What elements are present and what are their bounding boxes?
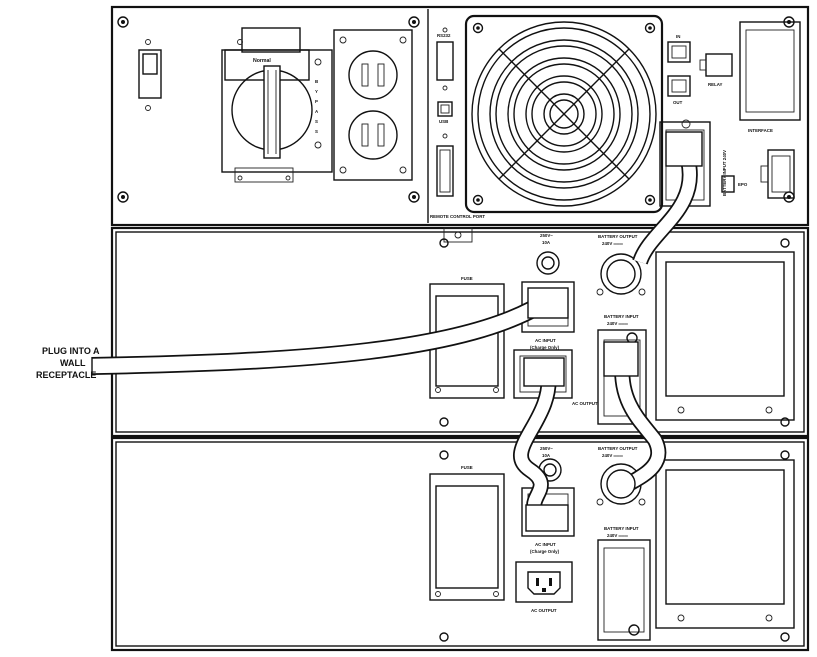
svg-text:FUSE: FUSE xyxy=(461,465,473,470)
relay-in-port[interactable] xyxy=(667,41,691,63)
wall-receptacle-label: PLUG INTO A WALL RECEPTACLE xyxy=(36,346,100,380)
cable-battery-top-to-pack1 xyxy=(632,158,698,266)
outlet-icon xyxy=(348,110,398,160)
svg-text:BATTERY INPUT: BATTERY INPUT xyxy=(604,314,639,319)
screw-icon xyxy=(644,22,656,34)
svg-text:10A: 10A xyxy=(542,240,551,245)
svg-text:(Charge Only): (Charge Only) xyxy=(530,345,560,350)
svg-text:240V ═══: 240V ═══ xyxy=(607,321,629,326)
svg-text:240V ═══: 240V ═══ xyxy=(607,533,629,538)
screw-icon xyxy=(408,16,420,28)
battery-pack-2: FUSE 250V~ 10A AC INPUT (Charge Only) AC… xyxy=(110,436,810,652)
plug-head xyxy=(525,504,569,532)
svg-text:INTERFACE: INTERFACE xyxy=(748,128,773,133)
svg-text:EPO: EPO xyxy=(738,182,748,187)
iec-outlet-icon[interactable] xyxy=(515,561,573,603)
svg-text:B: B xyxy=(315,79,318,84)
fuse-holder xyxy=(429,473,505,601)
svg-text:250V~: 250V~ xyxy=(540,233,553,238)
plug-head xyxy=(523,357,565,387)
outlet-panel xyxy=(333,29,413,181)
svg-text:BATTERY INPUT: BATTERY INPUT xyxy=(604,526,639,531)
svg-text:AC INPUT: AC INPUT xyxy=(535,542,556,547)
svg-text:250V~: 250V~ xyxy=(540,446,553,451)
screw-icon xyxy=(472,22,484,34)
svg-text:OUT: OUT xyxy=(673,100,683,105)
svg-text:BATTERY OUTPUT: BATTERY OUTPUT xyxy=(598,234,638,239)
screw-icon xyxy=(117,191,129,203)
svg-text:AC OUTPUT: AC OUTPUT xyxy=(531,608,557,613)
outlet-icon xyxy=(348,50,398,100)
plug-head xyxy=(606,469,636,499)
plug-head xyxy=(603,341,639,377)
cable-batin-pack1-to-batout-pack2 xyxy=(614,348,667,497)
ups-main-unit: Normal B Y P A S S xyxy=(110,5,810,227)
screw-icon xyxy=(408,191,420,203)
usb-port[interactable] xyxy=(437,101,453,117)
circuit-breaker[interactable] xyxy=(536,251,560,275)
battery-input-port-1[interactable] xyxy=(597,329,647,425)
svg-text:240V ═══: 240V ═══ xyxy=(602,241,624,246)
svg-text:IN: IN xyxy=(676,34,680,39)
svg-text:S: S xyxy=(315,129,318,134)
remote-control-port-label: REMOTE CONTROL PORT xyxy=(430,214,485,219)
rs232-label: RS232 xyxy=(437,33,451,38)
battery-output-port-1[interactable] xyxy=(596,253,646,296)
svg-text:WALL: WALL xyxy=(60,358,86,368)
svg-text:240V ═══: 240V ═══ xyxy=(602,453,624,458)
svg-text:10A: 10A xyxy=(542,453,551,458)
svg-text:BATTERY OUTPUT: BATTERY OUTPUT xyxy=(598,446,638,451)
blank-plate xyxy=(655,459,795,629)
connector-port-icon[interactable] xyxy=(760,149,795,199)
bypass-normal-label: Normal xyxy=(253,58,271,64)
svg-text:P: P xyxy=(315,99,318,104)
screw-icon xyxy=(117,16,129,28)
usb-label: USB xyxy=(439,119,448,124)
cable-wall-to-ac-input xyxy=(91,292,553,375)
svg-text:RECEPTACLE: RECEPTACLE xyxy=(36,370,96,380)
relay-ports: IN OUT RELAY xyxy=(667,34,733,105)
screw-icon xyxy=(783,191,795,203)
svg-text:A: A xyxy=(315,109,319,114)
plug-head xyxy=(665,131,703,167)
plug-head xyxy=(606,259,636,289)
screw-icon xyxy=(472,194,484,206)
rotary-bypass-switch-icon[interactable] xyxy=(221,27,333,183)
comm-ports: RS232 USB REMOTE CONTROL PORT xyxy=(430,27,485,219)
fan-grille-icon xyxy=(464,14,664,214)
remote-control-port[interactable] xyxy=(436,145,454,197)
battery-input-side-label: BATTERY INPUT 240V xyxy=(722,150,727,196)
rs232-port[interactable] xyxy=(436,41,454,81)
battery-input-port-2[interactable] xyxy=(597,539,651,641)
relay-out-port[interactable] xyxy=(667,75,691,97)
svg-text:PLUG INTO A: PLUG INTO A xyxy=(42,346,100,356)
svg-text:AC OUTPUT: AC OUTPUT xyxy=(572,401,598,406)
epo-connector[interactable]: EPO xyxy=(721,175,748,193)
battery-pack-1: FUSE 250V~ 10A AC INPUT (Charge Only) AC… xyxy=(110,226,810,438)
svg-text:AC INPUT: AC INPUT xyxy=(535,338,556,343)
svg-text:Y: Y xyxy=(315,89,318,94)
fuse-label: FUSE xyxy=(461,276,473,281)
bypass-vertical-label: B Y P A S S xyxy=(315,79,319,134)
svg-text:(Charge Only): (Charge Only) xyxy=(530,549,560,554)
interface-slot: INTERFACE xyxy=(739,21,801,133)
screw-icon xyxy=(644,194,656,206)
svg-text:S: S xyxy=(315,119,318,124)
cable-acout-pack1-to-acin-pack2 xyxy=(513,370,557,527)
power-switch-icon[interactable] xyxy=(138,39,162,111)
relay-label: RELAY xyxy=(708,82,723,87)
blank-plate xyxy=(655,251,795,421)
plug-head xyxy=(527,287,569,319)
